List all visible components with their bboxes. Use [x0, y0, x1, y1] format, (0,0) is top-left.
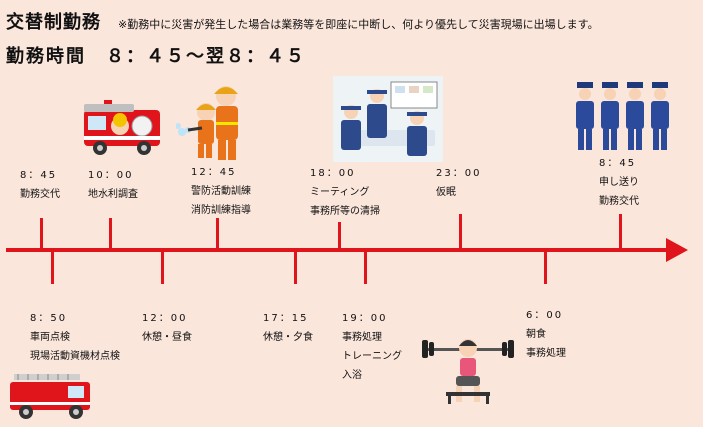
event-1245-training: 12：45 警防活動訓練 消防訓練指導 [191, 163, 251, 220]
event-0600-breakfast: 6：00 朝食 事務処理 [526, 306, 566, 363]
event-0845-handover: 8：45 申し送り 勤務交代 [599, 154, 639, 211]
event-text: 休憩・昼食 [142, 332, 192, 343]
tick-below-0850 [51, 250, 54, 284]
event-text: 警防活動訓練 [191, 186, 251, 197]
event-1715-dinner: 17：15 休憩・夕食 [263, 309, 313, 347]
event-text: 入浴 [342, 370, 362, 381]
event-time: 10：00 [88, 170, 134, 181]
event-text: トレーニング [342, 351, 402, 362]
event-text: 現場活動資機材点検 [30, 351, 120, 362]
fire-truck-illustration [84, 100, 160, 155]
event-time: 12：45 [191, 167, 237, 178]
tick-below-0600 [544, 250, 547, 284]
event-time: 8：45 [20, 170, 58, 181]
event-text: 仮眠 [436, 187, 456, 198]
event-time: 17：15 [263, 313, 309, 324]
event-text: 休憩・夕食 [263, 332, 313, 343]
page-title: 交替制勤務 [6, 12, 101, 33]
timeline-arrowhead [666, 238, 688, 262]
event-text: 勤務交代 [20, 189, 60, 200]
firefighters-lineup-illustration [576, 82, 669, 150]
tick-above-1245 [216, 218, 219, 250]
event-text: 事務処理 [526, 348, 566, 359]
event-time: 19：00 [342, 313, 388, 324]
tick-above-0845 [40, 218, 43, 250]
event-text: 車両点検 [30, 332, 70, 343]
tick-below-1715 [294, 250, 297, 284]
event-2300-nap: 23：00 仮眠 [436, 164, 481, 202]
tick-above-0845-next [619, 214, 622, 250]
event-text: 朝食 [526, 329, 546, 340]
work-hours: 勤務時間 ８：４５～翌８：４５ [6, 46, 306, 67]
event-text: ミーティング [310, 187, 370, 198]
tick-below-1900 [364, 250, 367, 284]
event-0850-vehicle-check: 8：50 車両点検 現場活動資機材点検 [30, 309, 120, 366]
meeting-illustration [333, 76, 443, 162]
weightlifting-illustration [422, 339, 514, 404]
event-time: 18：00 [310, 168, 356, 179]
event-text: 消防訓練指導 [191, 205, 251, 216]
tick-below-1200 [161, 250, 164, 284]
event-text: 事務所等の清掃 [310, 206, 380, 217]
event-1900-training: 19：00 事務処理 トレーニング 入浴 [342, 309, 402, 385]
emergency-note: ※勤務中に災害が発生した場合は業務等を即座に中断し、何より優先して災害現場に出場… [118, 18, 599, 31]
event-1000-water-survey: 10：00 地水利調査 [88, 166, 138, 204]
ladder-truck-illustration [10, 374, 90, 419]
event-time: 6：00 [526, 310, 564, 321]
event-time: 8：45 [599, 158, 637, 169]
tick-above-1000 [109, 218, 112, 250]
event-1200-lunch: 12：00 休憩・昼食 [142, 309, 192, 347]
event-text: 地水利調査 [88, 189, 138, 200]
event-text: 勤務交代 [599, 196, 639, 207]
event-0845-shift-change: 8：45 勤務交代 [20, 166, 60, 204]
tick-above-1800 [338, 222, 341, 250]
event-time: 23：00 [436, 168, 482, 179]
event-1800-meeting: 18：00 ミーティング 事務所等の清掃 [310, 164, 380, 221]
event-time: 8：50 [30, 313, 68, 324]
hose-training-illustration [176, 86, 238, 160]
tick-above-2300 [459, 214, 462, 250]
event-time: 12：00 [142, 313, 188, 324]
event-text: 事務処理 [342, 332, 382, 343]
event-text: 申し送り [599, 177, 639, 188]
